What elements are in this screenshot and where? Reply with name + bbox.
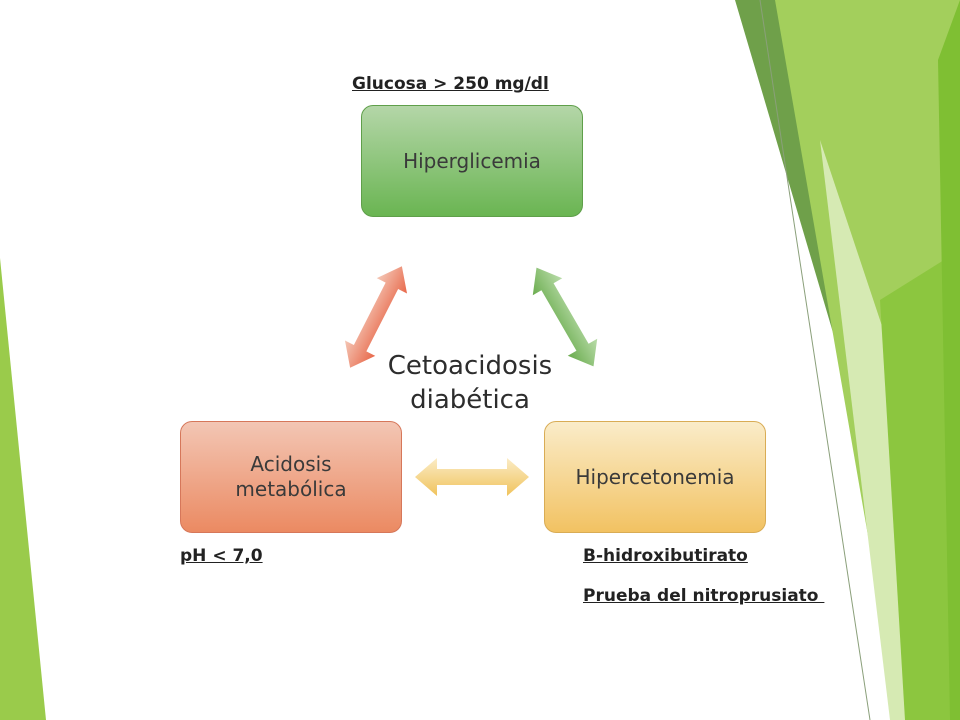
- left-green-stripe: [0, 258, 46, 720]
- arrow-hyperketonemia-acidosis: [415, 458, 529, 496]
- center-title-line2: diabética: [410, 384, 530, 415]
- right-thin-line: [759, 0, 871, 720]
- arrow-acidosis-hyperglycemia: [344, 266, 408, 368]
- node-metabolic-acidosis: Acidosis metabólica: [180, 421, 402, 533]
- note-ph: pH < 7,0: [180, 546, 263, 566]
- node-acidosis-label: Acidosis metabólica: [235, 452, 346, 502]
- node-hyperketonemia: Hipercetonemia: [544, 421, 766, 533]
- note-nitroprusside-test: Prueba del nitroprusiato: [583, 586, 825, 606]
- node-hyperketonemia-label: Hipercetonemia: [575, 464, 735, 489]
- right-accent-green-facet: [880, 250, 960, 720]
- node-hyperglycemia: Hiperglicemia: [361, 105, 583, 217]
- right-bright-green-facet: [938, 0, 960, 720]
- note-beta-hydroxybutyrate: B-hidroxibutirato: [583, 546, 748, 566]
- node-hyperglycemia-label: Hiperglicemia: [403, 148, 541, 173]
- note-glucose: Glucosa > 250 mg/dl: [352, 74, 549, 94]
- center-title-line1: Cetoacidosis: [387, 351, 553, 381]
- center-title: Cetoacidosis diabética: [350, 350, 590, 418]
- node-acidosis-line2: metabólica: [235, 477, 347, 501]
- arrow-hyperglycemia-hyperketonemia: [532, 267, 598, 367]
- node-acidosis-line1: Acidosis: [250, 452, 332, 476]
